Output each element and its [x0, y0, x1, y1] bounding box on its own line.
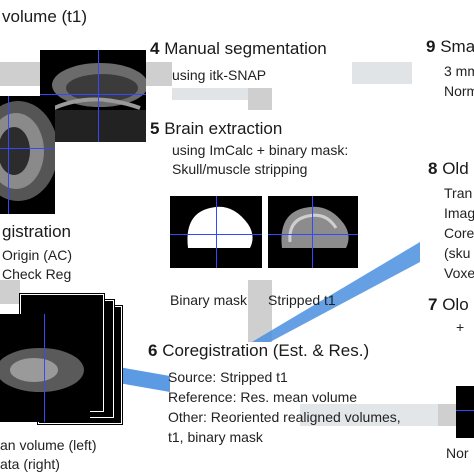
label-binary-mask: Binary mask — [170, 292, 248, 308]
step6-number: 6 — [148, 341, 158, 360]
registration-title: gistration — [2, 222, 71, 241]
step9-line1: 3 mm — [444, 63, 474, 79]
step6-label: Coregistration (Est. & Res.) — [162, 341, 370, 360]
step4-label: Manual segmentation — [164, 39, 327, 58]
step8-title: 8 Old — [428, 160, 469, 177]
top-left-title: volume (t1) — [2, 7, 88, 26]
registration-origin: Origin (AC) — [2, 247, 73, 263]
mean-volume-image — [0, 314, 90, 422]
step8-line3: Core — [444, 225, 474, 241]
step5-title: 5 Brain extraction — [150, 120, 282, 137]
step9-label: Sma — [440, 37, 474, 56]
step8-line1: Tran — [444, 185, 473, 201]
step6-title: 6 Coregistration (Est. & Res.) — [148, 342, 369, 359]
connector-step6-band — [300, 404, 438, 426]
step9-line2: Norm — [444, 83, 474, 99]
connector-step4-band — [172, 88, 270, 100]
step4-number: 4 — [150, 39, 160, 58]
step5-label: Brain extraction — [164, 119, 283, 138]
step8-label: Old — [442, 159, 469, 178]
bottom-left-line2: ata (right) — [0, 456, 60, 472]
registration-check: Check Reg — [2, 266, 72, 282]
step6-other1: Other: Reoriented realigned volumes, — [168, 409, 401, 425]
mri-image-front — [0, 96, 55, 214]
step7-title: 7 Olo — [428, 296, 469, 313]
connector-step5-down — [248, 280, 272, 342]
step6-source: Source: Stripped t1 — [168, 369, 288, 385]
step8-number: 8 — [428, 159, 438, 178]
step7-number: 7 — [428, 295, 438, 314]
step4-title: 4 Manual segmentation — [150, 40, 327, 57]
step9-number: 9 — [426, 37, 436, 56]
step7-image — [456, 386, 474, 438]
label-stripped-t1: Stripped t1 — [268, 292, 336, 308]
step8-line4: (sku — [444, 245, 471, 261]
step5-sub1: using ImCalc + binary mask: — [172, 142, 349, 158]
connector-top-left — [0, 62, 40, 86]
step9-title: 9 Sma — [426, 38, 474, 55]
step5-number: 5 — [150, 119, 160, 138]
step6-reference: Reference: Res. mean volume — [168, 389, 358, 405]
step4-subtitle: using itk-SNAP — [172, 67, 267, 83]
connector-left-down — [0, 280, 20, 304]
step8-line5: Voxe — [444, 265, 474, 281]
step7-plus: + — [456, 319, 465, 335]
mri-image-back — [40, 50, 146, 142]
connector-step4-right — [142, 62, 172, 86]
step7-bottom: Nor — [446, 445, 469, 461]
connector-step6-to-step7 — [438, 404, 458, 426]
binary-mask-image — [170, 196, 262, 268]
connector-step4-down — [248, 88, 272, 110]
stripped-t1-image — [268, 196, 358, 268]
step6-other2: t1, binary mask — [168, 429, 263, 445]
step7-label: Olo — [442, 295, 469, 314]
connector-step6-to-step8 — [252, 242, 420, 342]
bottom-left-line1: an volume (left) — [0, 437, 97, 453]
connector-step9 — [352, 62, 412, 84]
step5-sub2: Skull/muscle stripping — [172, 161, 308, 177]
step8-line2: Imag — [444, 205, 474, 221]
